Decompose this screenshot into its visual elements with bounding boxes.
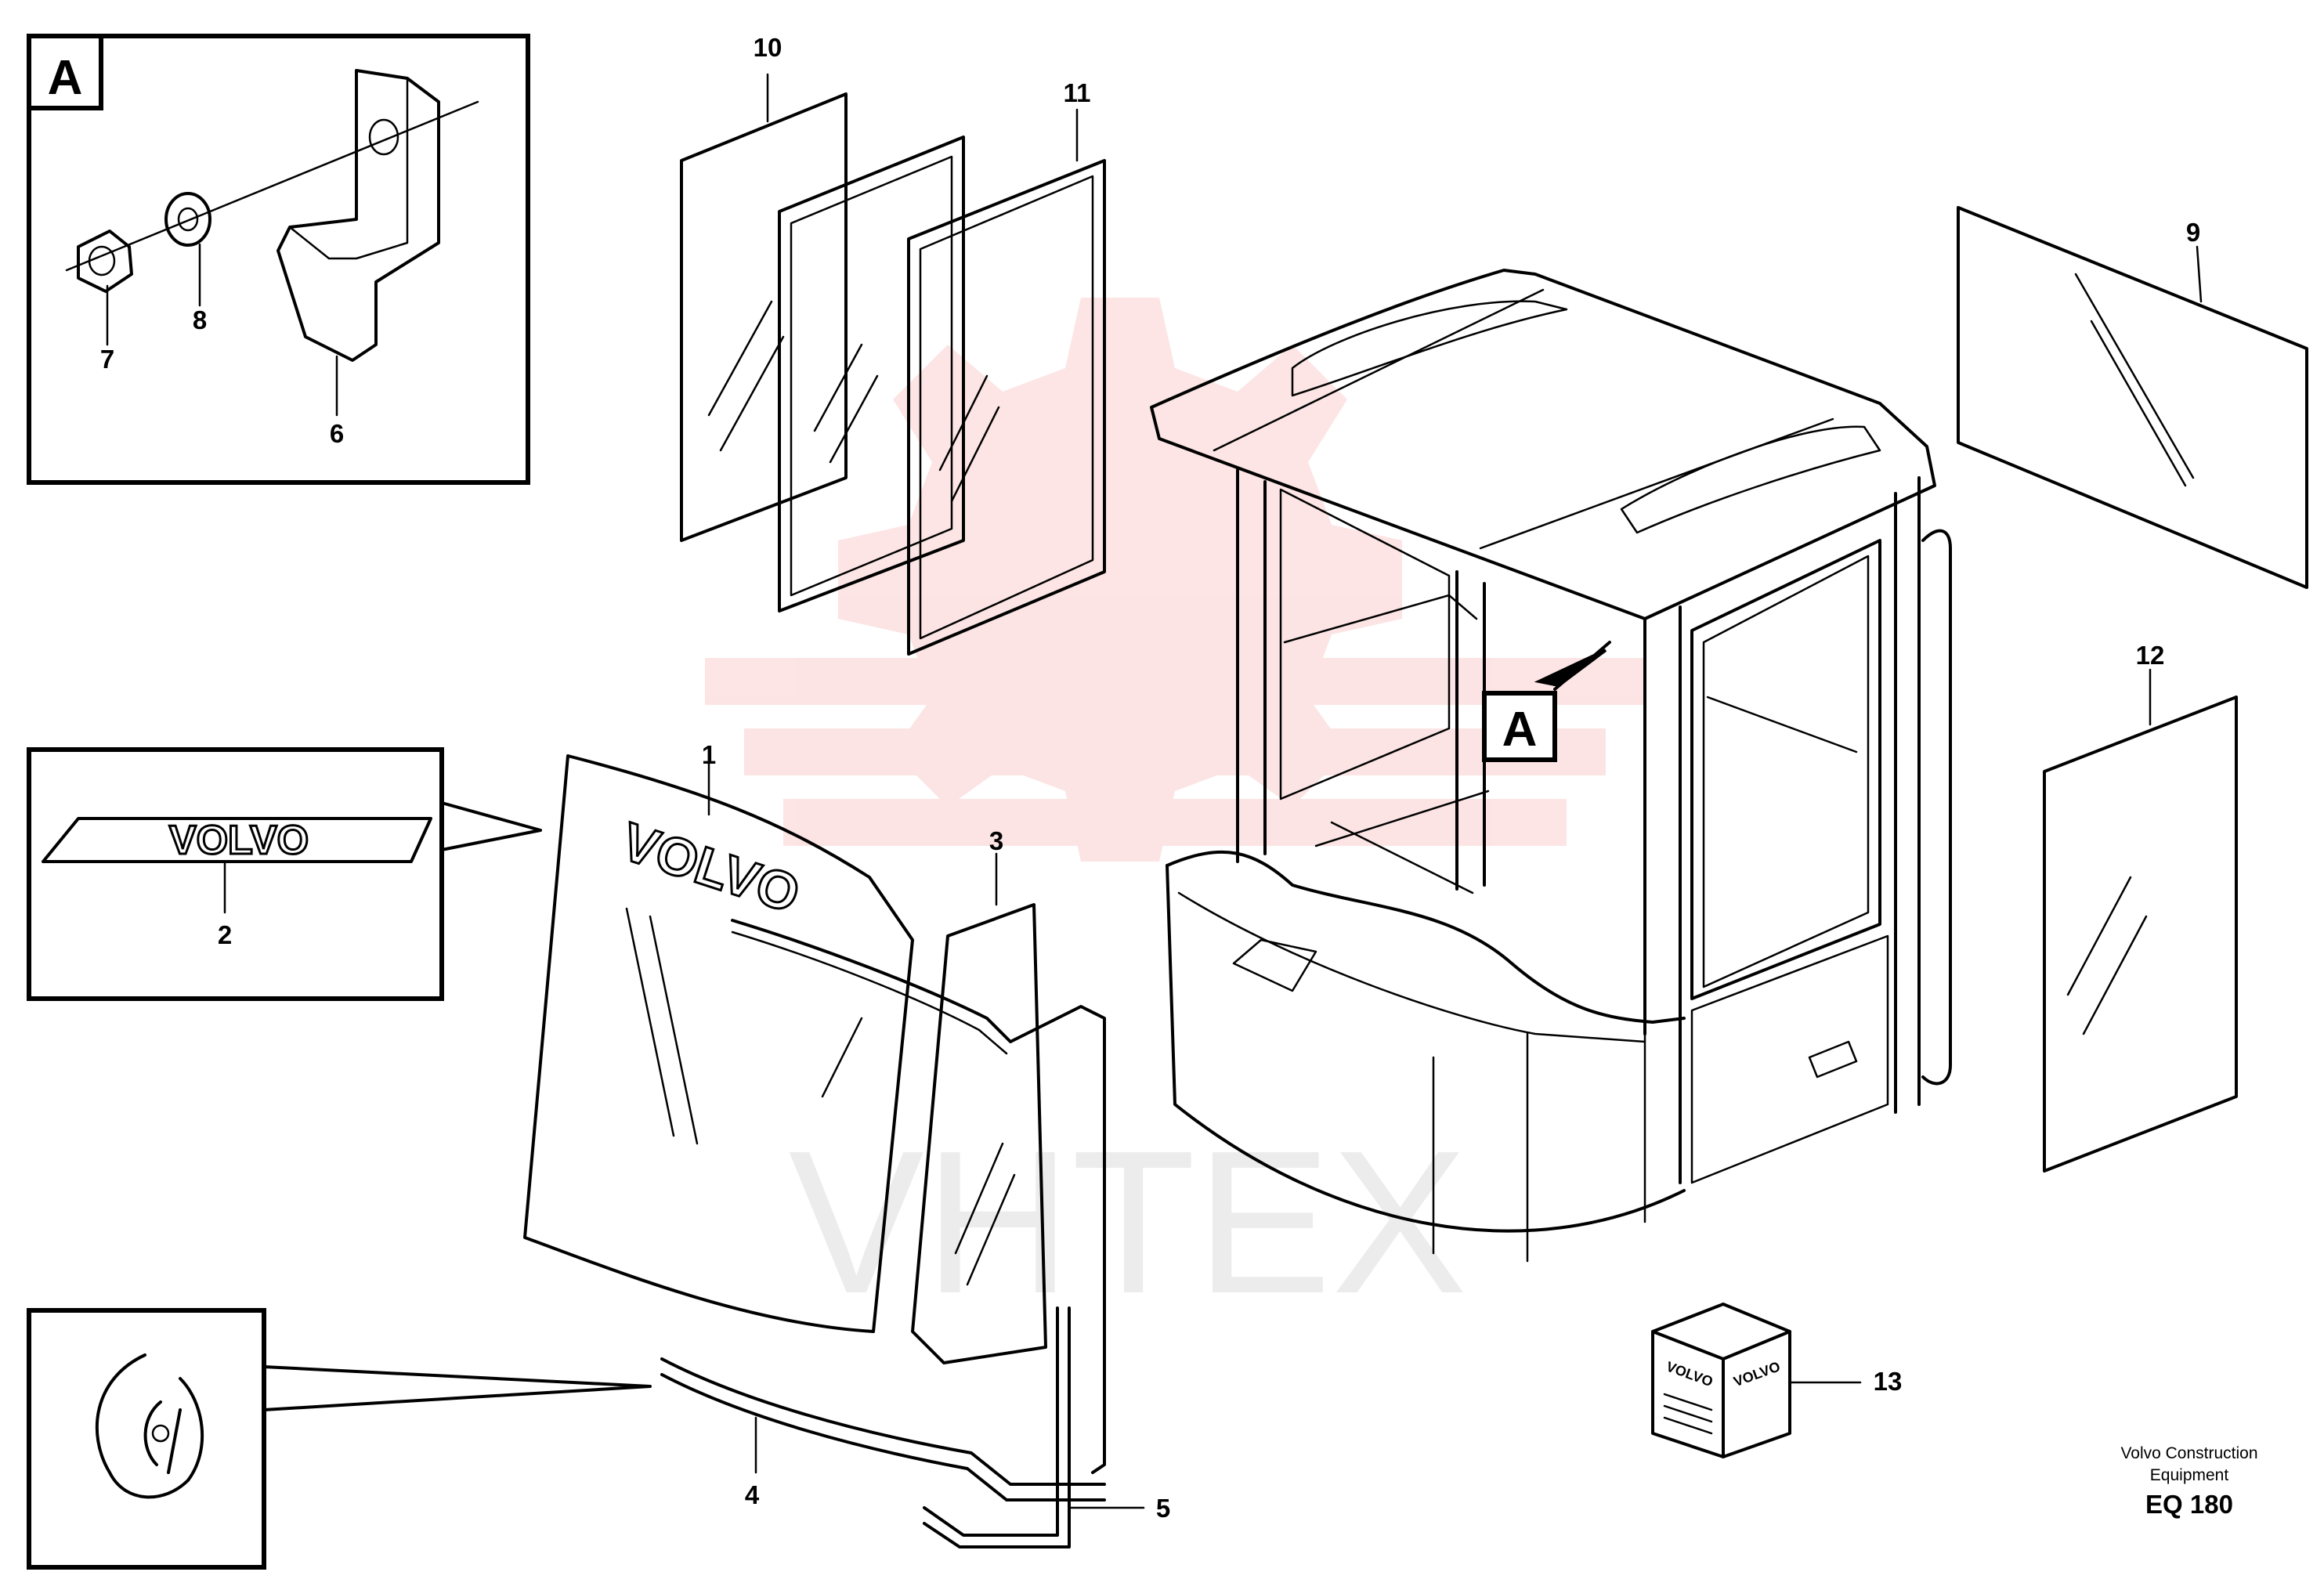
part-label-9: 9 xyxy=(2186,218,2200,247)
part-label-10: 10 xyxy=(754,33,782,62)
decal-inset: VOLVO xyxy=(27,747,542,1001)
part-label-13: 13 xyxy=(1874,1367,1903,1396)
detail-a-tag-label: A xyxy=(48,51,83,105)
glass-part-9 xyxy=(1957,206,2308,589)
part-label-12: 12 xyxy=(2136,641,2165,670)
seal-upper xyxy=(731,919,1106,1474)
detail-a-tag xyxy=(27,34,103,110)
seal-part-4 xyxy=(660,1357,1106,1501)
part-label-2: 2 xyxy=(218,920,232,949)
part-label-1: 1 xyxy=(702,740,716,769)
part-label-7: 7 xyxy=(100,345,114,374)
part-label-8: 8 xyxy=(193,305,207,334)
seal-part-5 xyxy=(923,1306,1145,1548)
cab-detail-tag xyxy=(1482,691,1557,762)
cab-assembly xyxy=(1150,269,1952,1263)
part-label-3: 3 xyxy=(989,826,1003,855)
glass-part-10 xyxy=(680,73,848,542)
glass-part-12 xyxy=(2043,668,2238,1173)
seal-part-11 xyxy=(778,108,1106,656)
detail-a-inset: A xyxy=(27,34,530,485)
part-label-5: 5 xyxy=(1156,1494,1170,1523)
watermark-text: VHTEX xyxy=(789,1109,1468,1336)
part-label-6: 6 xyxy=(330,419,344,448)
box-text-left: VOLVO xyxy=(1664,1358,1715,1389)
part-label-11: 11 xyxy=(1064,78,1091,107)
footer-line1: Volvo Construction xyxy=(2120,1444,2257,1462)
cab-detail-tag-label: A xyxy=(1502,703,1538,757)
windshield-text: VOLVO xyxy=(615,811,807,924)
symbol-inset xyxy=(27,1308,652,1570)
part-label-4: 4 xyxy=(745,1480,760,1509)
package-part-13: VOLVO VOLVO xyxy=(1651,1303,1862,1458)
footer-line2: Equipment xyxy=(2150,1466,2229,1484)
glass-part-3 xyxy=(911,852,1047,1364)
footer-code: EQ 180 xyxy=(2145,1490,2233,1519)
box-text-right: VOLVO xyxy=(1732,1358,1783,1389)
decal-text: VOLVO xyxy=(169,818,309,863)
